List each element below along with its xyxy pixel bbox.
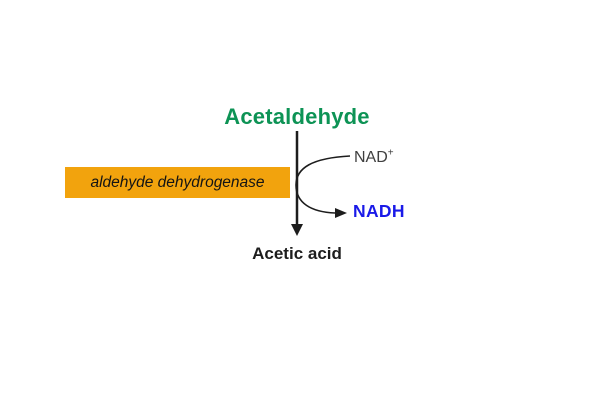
cofactor-arc-arrow (295, 155, 351, 218)
cofactor-nad-label: NAD+ (354, 147, 394, 167)
reaction-arrow (291, 131, 303, 236)
cofactor-arrowhead-icon (335, 208, 347, 218)
substrate-label: Acetaldehyde (224, 104, 370, 129)
enzyme-box: aldehyde dehydrogenase (65, 167, 290, 198)
reaction-arrowhead-icon (291, 224, 303, 236)
product-label: Acetic acid (252, 244, 342, 263)
cofactor-nadh-label: NADH (353, 201, 405, 221)
cofactor-nad-text: NAD (354, 149, 388, 166)
cofactor-nad-charge: + (387, 147, 394, 159)
enzyme-label: aldehyde dehydrogenase (90, 173, 265, 191)
